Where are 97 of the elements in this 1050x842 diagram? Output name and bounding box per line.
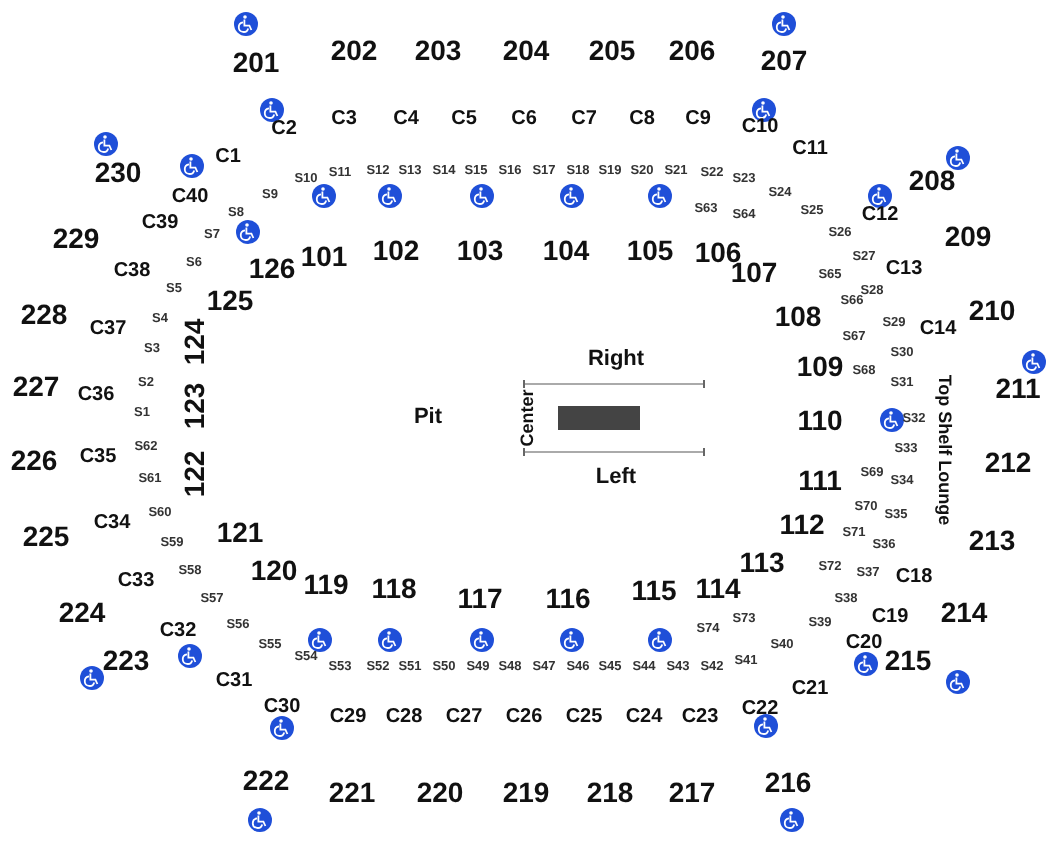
section-label: 229 (52, 224, 100, 252)
section-label: C13 (885, 260, 923, 280)
section-label: C20 (845, 634, 883, 654)
section-label: 114 (695, 574, 741, 602)
area-label: Right (587, 349, 645, 371)
section-label: 112 (779, 510, 825, 538)
section-label: C3 (331, 110, 357, 130)
section-label: 208 (908, 166, 956, 194)
section-label: 116 (545, 584, 591, 612)
section-label: 202 (330, 36, 378, 64)
section-label: C27 (445, 708, 483, 728)
section-label: 209 (944, 222, 992, 250)
section-label: C24 (625, 708, 663, 728)
section-label: 108 (774, 302, 822, 330)
section-label: 224 (58, 598, 106, 626)
section-label: 211 (995, 374, 1041, 402)
section-label: 221 (328, 778, 376, 806)
section-label: 104 (542, 236, 590, 264)
section-label: 118 (371, 574, 417, 602)
section-label: C28 (385, 708, 423, 728)
section-label: 124 (180, 318, 208, 366)
section-label: C5 (451, 110, 477, 130)
section-label: C35 (79, 448, 117, 468)
section-label: C18 (895, 568, 933, 588)
section-label: C6 (511, 110, 537, 130)
section-label: 225 (22, 522, 70, 550)
section-label: 119 (303, 570, 349, 598)
section-label: 212 (984, 448, 1032, 476)
area-label: Pit (413, 407, 443, 429)
section-label: 228 (20, 300, 68, 328)
section-label: 214 (940, 598, 988, 626)
section-label: 217 (668, 778, 716, 806)
section-label: 204 (502, 36, 550, 64)
section-label: 219 (502, 778, 550, 806)
area-label: Top Shelf Lounge (935, 374, 953, 526)
section-label: 111 (798, 466, 842, 494)
section-label: 227 (12, 372, 60, 400)
area-label: Left (595, 467, 637, 489)
section-label: 226 (10, 446, 58, 474)
section-label: C19 (871, 608, 909, 628)
section-label: C39 (141, 214, 179, 234)
section-label: C32 (159, 622, 197, 642)
section-label: C29 (329, 708, 367, 728)
section-label: C12 (861, 206, 899, 226)
section-label: C10 (741, 118, 779, 138)
section-label: 210 (968, 296, 1016, 324)
section-label: 125 (206, 286, 254, 314)
section-label: C9 (685, 110, 711, 130)
section-label: C2 (271, 120, 297, 140)
section-label: 201 (232, 48, 280, 76)
section-label: 103 (456, 236, 504, 264)
section-label: 126 (248, 254, 296, 282)
section-label: 106 (694, 238, 742, 266)
section-label: 203 (414, 36, 462, 64)
section-label: 113 (739, 548, 785, 576)
section-label: C4 (393, 110, 419, 130)
section-label: 102 (372, 236, 420, 264)
section-label: 216 (764, 768, 812, 796)
section-label: C37 (89, 320, 127, 340)
section-label: 213 (968, 526, 1016, 554)
section-label: 117 (457, 584, 503, 612)
section-label: 109 (796, 352, 844, 380)
section-label: 122 (180, 450, 208, 498)
section-label: 230 (94, 158, 142, 186)
section-label: C11 (792, 140, 828, 160)
section-label: 105 (626, 236, 674, 264)
section-label: C36 (77, 386, 115, 406)
section-label: C1 (215, 148, 241, 168)
section-label: C21 (791, 680, 829, 700)
section-label: 222 (242, 766, 290, 794)
section-label: C30 (263, 698, 301, 718)
section-label: 218 (586, 778, 634, 806)
section-label: 110 (797, 406, 843, 434)
section-label: C25 (565, 708, 603, 728)
section-label: 223 (102, 646, 150, 674)
section-label: C23 (681, 708, 719, 728)
section-label: C14 (919, 320, 957, 340)
section-label: 205 (588, 36, 636, 64)
section-label: C40 (171, 188, 209, 208)
section-label: 123 (180, 382, 208, 430)
section-label: C34 (93, 514, 131, 534)
section-label: 115 (631, 576, 677, 604)
section-label: C38 (113, 262, 151, 282)
section-label: 206 (668, 36, 716, 64)
section-label: 220 (416, 778, 464, 806)
section-label: C31 (215, 672, 253, 692)
section-label: C22 (741, 700, 779, 720)
section-label: 101 (300, 242, 348, 270)
section-label: C33 (117, 572, 155, 592)
section-label: C26 (505, 708, 543, 728)
section-label: 121 (216, 518, 264, 546)
section-label: 120 (250, 556, 298, 584)
section-label: 215 (884, 646, 932, 674)
section-label: C8 (629, 110, 655, 130)
section-label: 207 (760, 46, 808, 74)
section-label: C7 (571, 110, 597, 130)
area-label: Center (519, 389, 537, 447)
